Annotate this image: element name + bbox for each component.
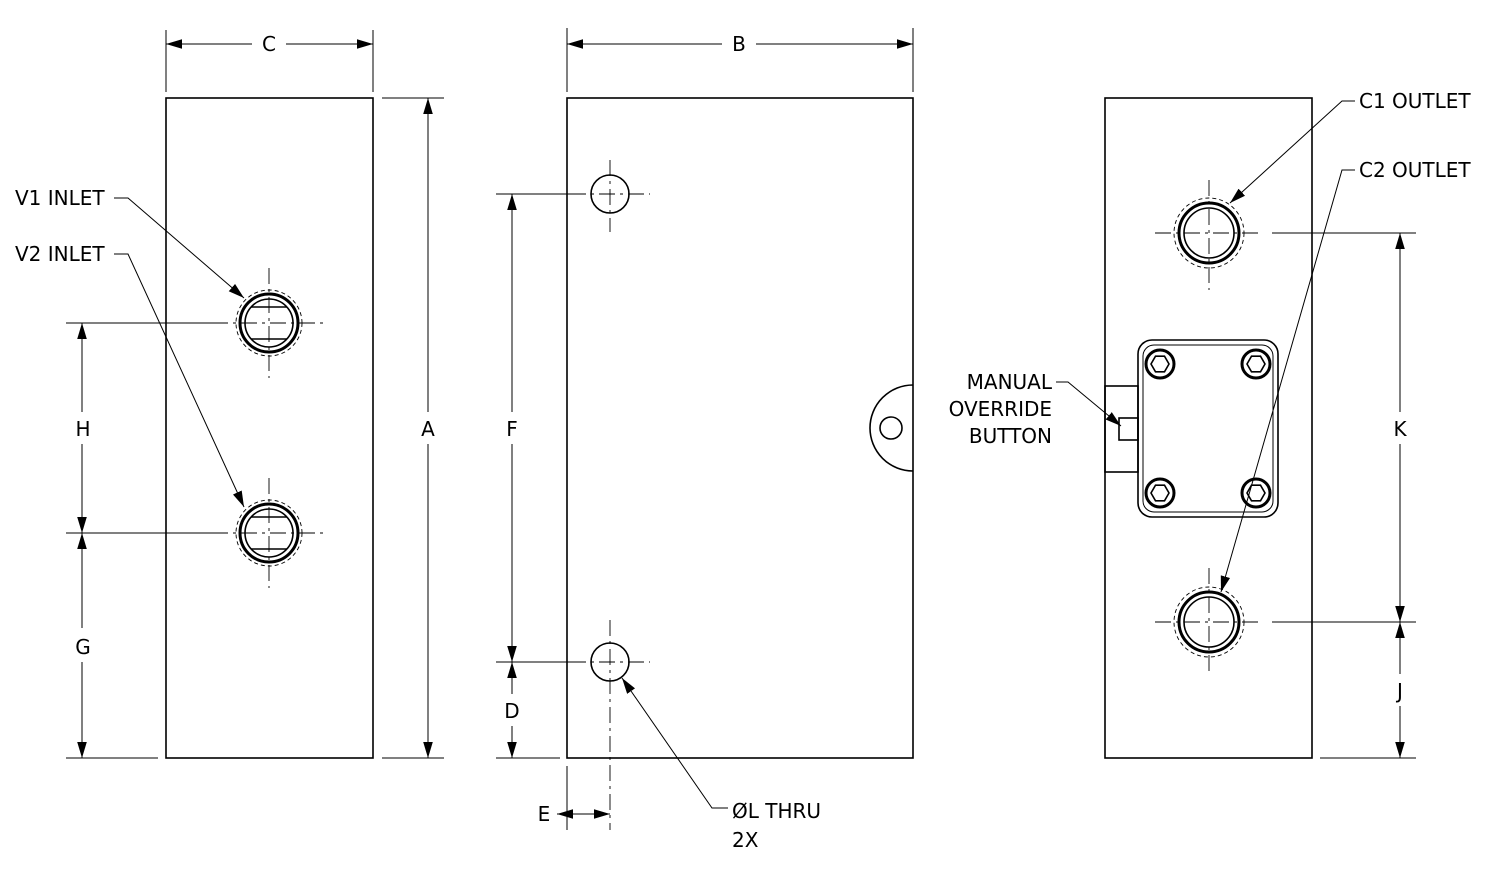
c2-outlet-callout: C2 OUTLET: [1220, 158, 1471, 593]
dimension-c: C: [165, 30, 374, 92]
dimension-e: E: [538, 766, 610, 830]
middle-view-body: [566, 97, 914, 759]
manual-override-callout: MANUAL OVERRIDE BUTTON: [949, 370, 1122, 448]
c2-outlet-port: [1155, 568, 1262, 676]
dimension-k: K: [1272, 232, 1416, 623]
lower-thru-hole: [570, 620, 650, 830]
dimension-j: J: [1320, 622, 1416, 759]
v1-inlet-port: [212, 268, 325, 378]
manual-override-label-line1: MANUAL: [967, 370, 1053, 394]
dim-f-label: F: [506, 417, 518, 441]
c2-outlet-label: C2 OUTLET: [1359, 158, 1471, 182]
dimension-h: H: [66, 322, 212, 534]
c1-outlet-port: [1155, 180, 1262, 290]
middle-view: B F D E ØL THRU 2X: [496, 28, 914, 852]
thru-hole-callout: ØL THRU 2X: [621, 677, 821, 852]
dimension-b: B: [566, 28, 914, 92]
dimension-a: A: [382, 97, 444, 759]
thru-hole-label-line2: 2X: [732, 828, 759, 852]
dim-d-label: D: [504, 699, 519, 723]
c1-outlet-callout: C1 OUTLET: [1229, 89, 1471, 204]
override-boss: [869, 384, 914, 472]
socket-head-screw: [1240, 477, 1272, 509]
socket-head-screw: [1240, 348, 1272, 380]
right-view-body: [1104, 97, 1313, 759]
c1-outlet-label: C1 OUTLET: [1359, 89, 1471, 113]
upper-thru-hole: [570, 160, 650, 232]
dim-c-label: C: [262, 32, 276, 56]
dim-j-label: J: [1395, 679, 1403, 703]
socket-head-screw: [1144, 477, 1176, 509]
dimension-d: D: [496, 662, 560, 759]
dim-h-label: H: [75, 417, 90, 441]
left-view: C A H G V1 INLET V: [15, 30, 444, 759]
dim-a-label: A: [421, 417, 435, 441]
thru-hole-label-line1: ØL THRU: [732, 799, 821, 823]
socket-head-screw: [1144, 348, 1176, 380]
left-view-body: [165, 97, 374, 759]
dim-k-label: K: [1393, 417, 1407, 441]
dimension-f: F: [496, 193, 586, 663]
v1-inlet-label: V1 INLET: [15, 186, 105, 210]
v2-inlet-callout: V2 INLET: [15, 242, 245, 508]
dimension-g: G: [66, 533, 158, 759]
manual-override-label-line2: OVERRIDE: [949, 397, 1052, 421]
dim-b-label: B: [732, 32, 746, 56]
right-view: K J C1 OUTLET C2 OUTLET MANUAL OVERRIDE …: [949, 89, 1471, 759]
manual-override-label-line3: BUTTON: [969, 424, 1052, 448]
v2-inlet-label: V2 INLET: [15, 242, 105, 266]
solenoid-valve: [1104, 339, 1279, 518]
dim-e-label: E: [538, 802, 551, 826]
v2-inlet-port: [212, 478, 325, 588]
dim-g-label: G: [75, 635, 91, 659]
v1-inlet-callout: V1 INLET: [15, 186, 245, 299]
